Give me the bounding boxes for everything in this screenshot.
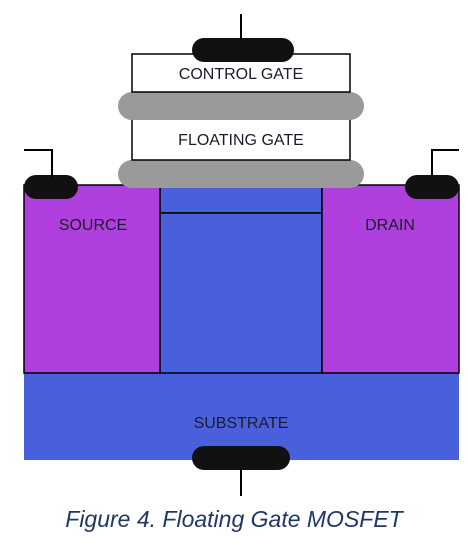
figure-caption: Figure 4. Floating Gate MOSFET [65, 506, 403, 532]
drain-contact [405, 175, 459, 199]
drain-region [321, 184, 460, 374]
inter-gate-oxide-layer [118, 92, 364, 120]
source-contact [24, 175, 78, 199]
source-label: SOURCE [59, 217, 127, 234]
control-gate-label: CONTROL GATE [179, 66, 303, 83]
drain-lead [431, 149, 459, 177]
channel-body [159, 212, 323, 374]
source-region [23, 184, 161, 374]
tunnel-oxide-layer [118, 160, 364, 188]
substrate-contact [192, 446, 290, 470]
floating-gate-box [131, 117, 351, 161]
control-gate-contact [192, 38, 294, 62]
source-lead [24, 149, 53, 177]
substrate-label: SUBSTRATE [194, 415, 289, 432]
channel-region [159, 184, 323, 214]
floating-gate-label: FLOATING GATE [178, 132, 304, 149]
drain-label: DRAIN [365, 217, 415, 234]
